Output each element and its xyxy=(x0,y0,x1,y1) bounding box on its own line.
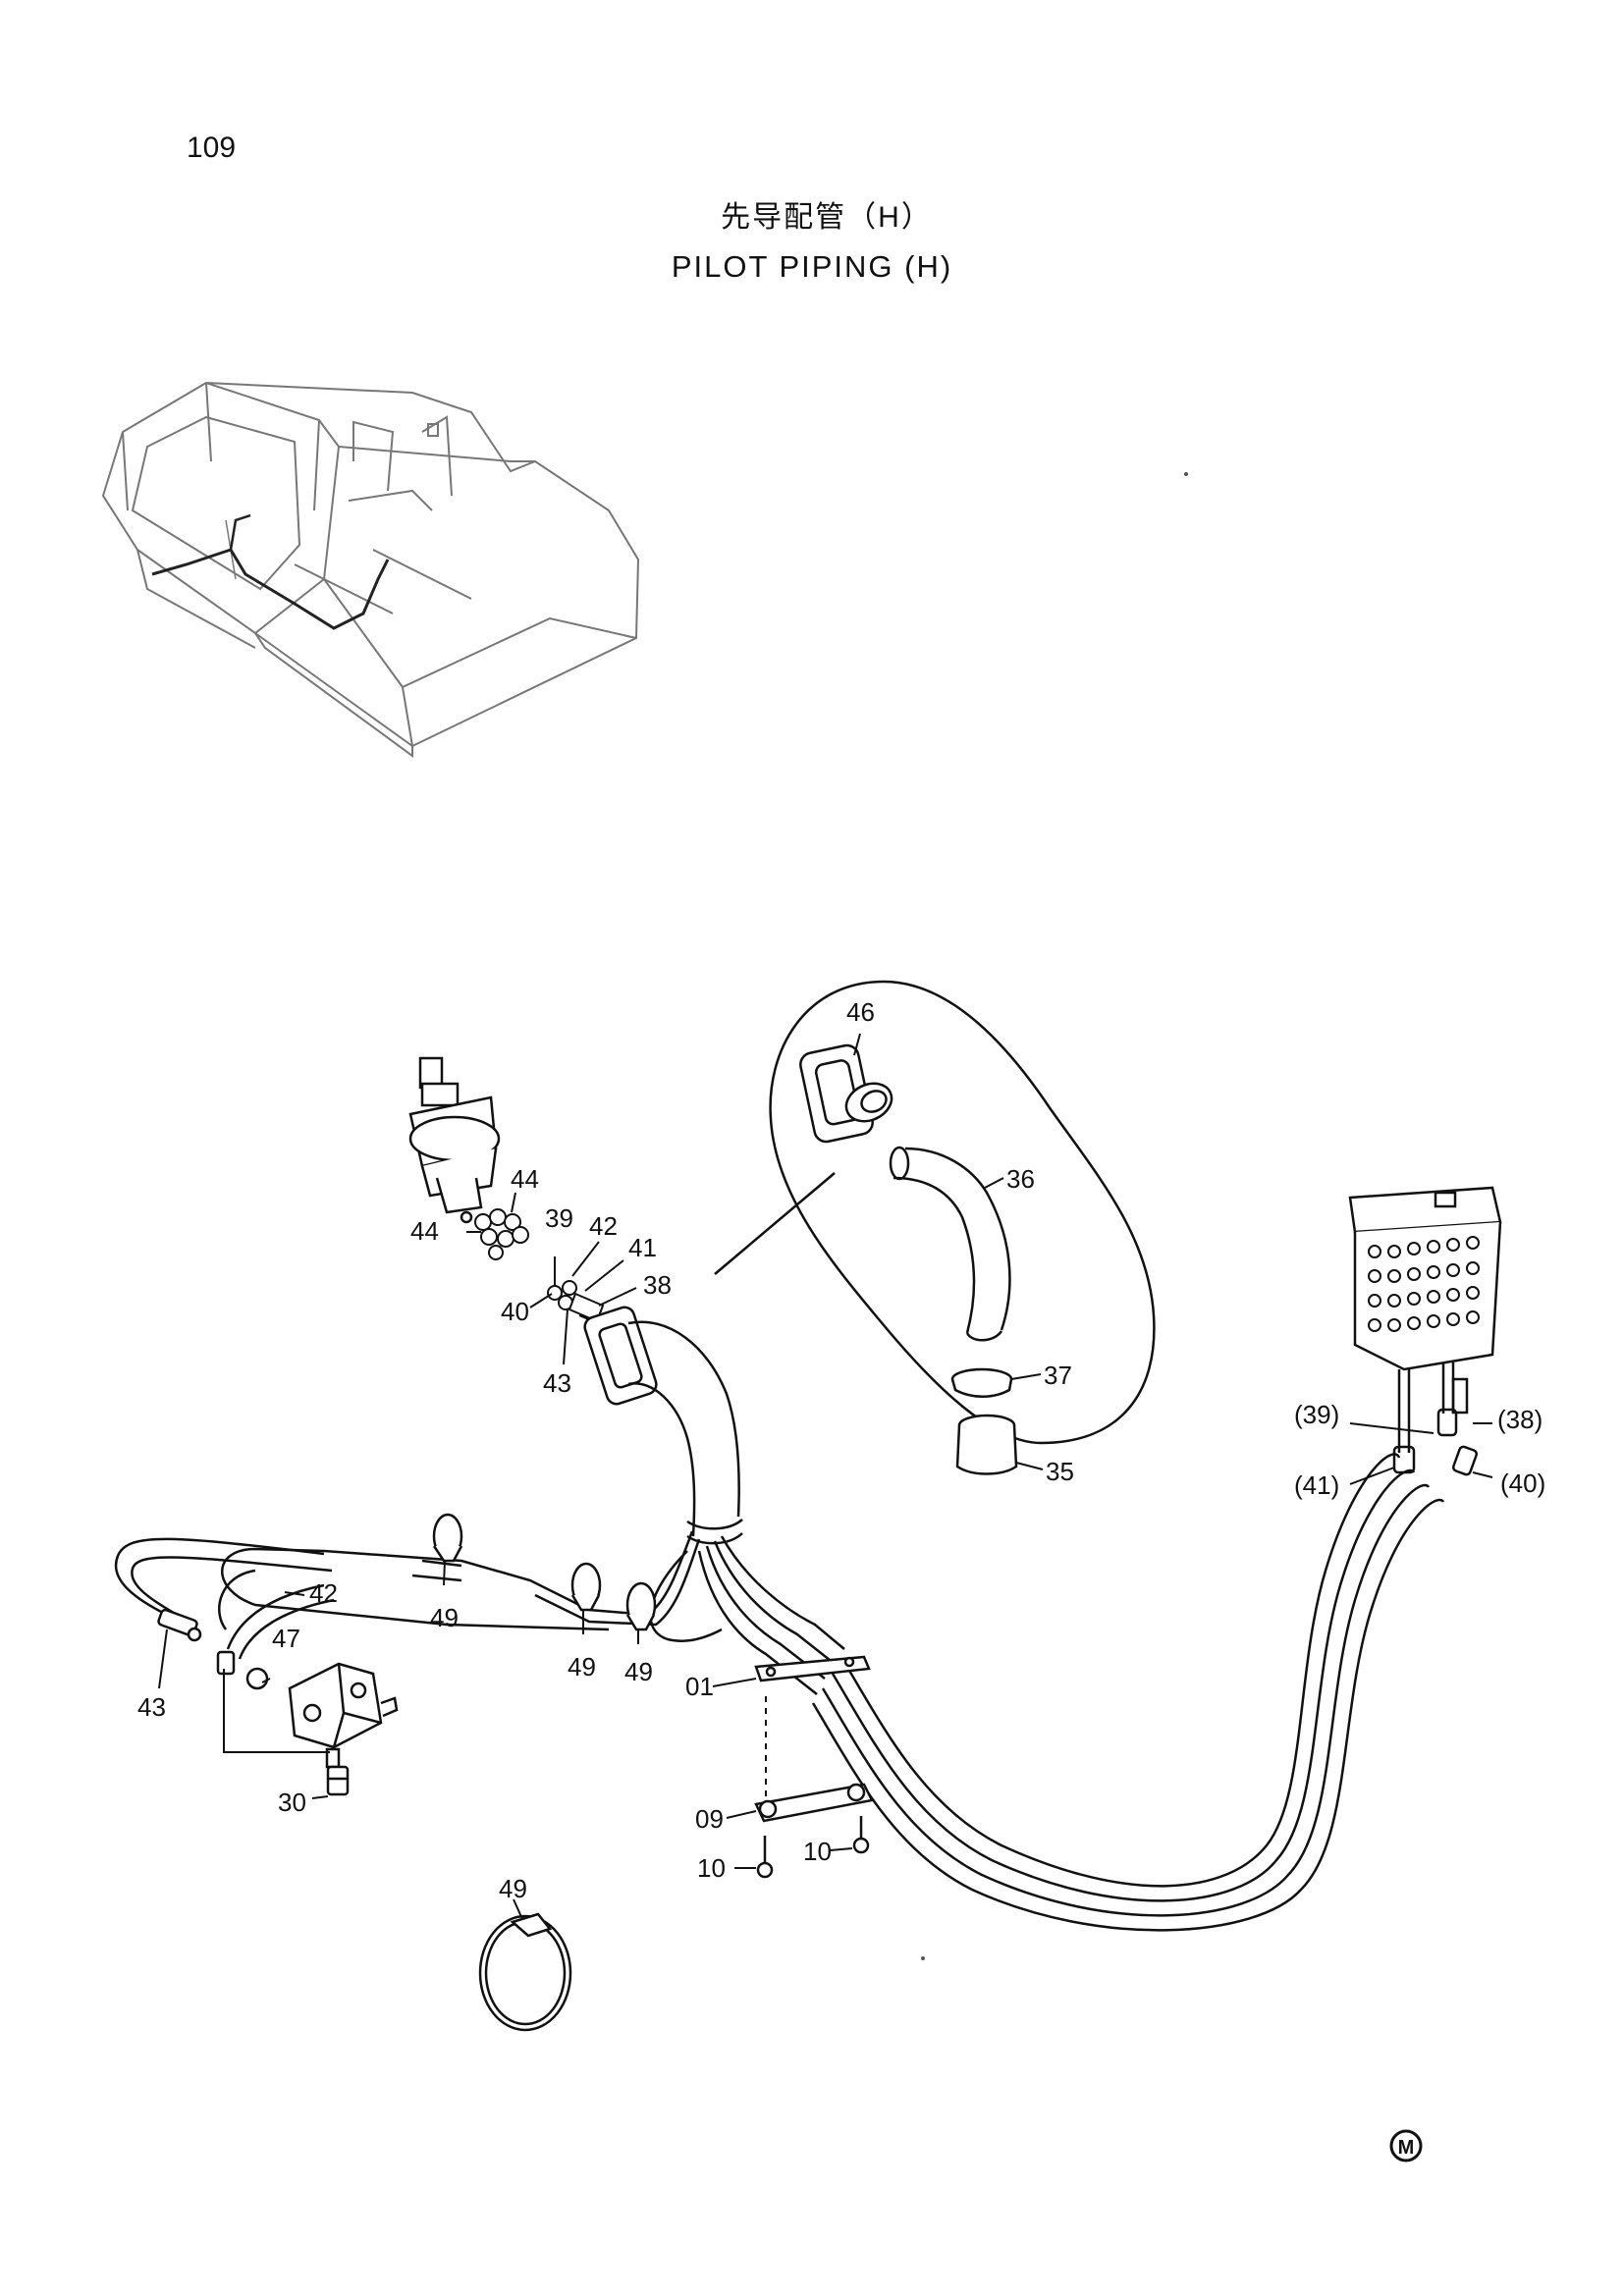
control-valve xyxy=(1348,1186,1502,1371)
main-grommet xyxy=(583,1306,658,1406)
bracket-09 xyxy=(754,1783,874,1823)
callout-49-b: 49 xyxy=(568,1652,596,1682)
connector-line-30 xyxy=(223,1669,330,1753)
control-valve-pipes xyxy=(1392,1362,1479,1476)
callout-44-left: 44 xyxy=(410,1216,439,1246)
detail-clamp-37 xyxy=(950,1367,1013,1398)
callout-42-left: 42 xyxy=(309,1578,338,1608)
callout-39: 39 xyxy=(545,1203,573,1233)
detail-sleeve-35 xyxy=(955,1414,1018,1475)
callout-40: 40 xyxy=(501,1297,529,1326)
page-title-english: PILOT PIPING (H) xyxy=(671,249,953,284)
callout-leaders xyxy=(158,1033,1044,1920)
callout-30: 30 xyxy=(278,1788,306,1817)
bolts-10 xyxy=(756,1816,870,1879)
detail-leader-line xyxy=(714,1172,836,1275)
callout-49-c: 49 xyxy=(624,1657,653,1686)
callout-35: 35 xyxy=(1046,1457,1074,1486)
speck xyxy=(1184,472,1188,476)
gear-pump xyxy=(288,1662,399,1769)
detail-oval xyxy=(769,980,1156,1445)
callout-43-top: 43 xyxy=(543,1368,571,1398)
callout-40-ref: (40) xyxy=(1500,1468,1545,1498)
callout-10-left: 10 xyxy=(697,1853,726,1883)
callout-37: 37 xyxy=(1044,1361,1072,1390)
machine-overview xyxy=(101,381,640,758)
control-valve-ports xyxy=(1368,1236,1480,1332)
callout-41-ref: (41) xyxy=(1294,1470,1339,1500)
callout-47: 47 xyxy=(272,1624,300,1653)
callout-44-top: 44 xyxy=(511,1164,539,1194)
callout-leaders-right xyxy=(1349,1422,1493,1485)
speck xyxy=(921,1956,925,1960)
bracket-01 xyxy=(754,1655,871,1682)
callout-39-ref: (39) xyxy=(1294,1400,1339,1429)
clamp-49-detail xyxy=(478,1912,572,2032)
callout-42-top: 42 xyxy=(589,1211,618,1241)
page-number: 109 xyxy=(187,132,237,164)
fittings-cluster-44 xyxy=(474,1208,529,1260)
title-block: 先导配管（H） PILOT PIPING (H) xyxy=(0,192,1624,285)
callout-labels: 46 36 37 35 44 44 39 42 41 38 40 43 42 4… xyxy=(137,997,1545,1903)
callout-10-right: 10 xyxy=(803,1837,832,1866)
callout-38: 38 xyxy=(643,1270,672,1300)
pilot-valve xyxy=(408,1056,501,1224)
callout-38-ref: (38) xyxy=(1497,1405,1543,1434)
detail-grommet-46 xyxy=(799,1043,893,1144)
left-fittings xyxy=(157,1608,269,1690)
fitting-30 xyxy=(326,1765,350,1796)
callout-46: 46 xyxy=(846,997,875,1027)
detail-hose-36 xyxy=(889,1146,1011,1342)
mark-letter: M xyxy=(1398,2137,1415,2159)
callout-36: 36 xyxy=(1006,1164,1035,1194)
callout-41: 41 xyxy=(628,1233,657,1262)
clamps-49 xyxy=(432,1513,657,1631)
callout-49-a: 49 xyxy=(430,1603,459,1632)
circled-m-mark: M xyxy=(1389,2129,1423,2163)
callout-49-d: 49 xyxy=(499,1874,527,1903)
callout-09: 09 xyxy=(695,1804,724,1834)
callout-01: 01 xyxy=(685,1672,714,1701)
page-title-chinese: 先导配管（H） xyxy=(721,201,933,234)
callout-43-left: 43 xyxy=(137,1692,166,1722)
hose-bundle xyxy=(114,1453,1445,1932)
